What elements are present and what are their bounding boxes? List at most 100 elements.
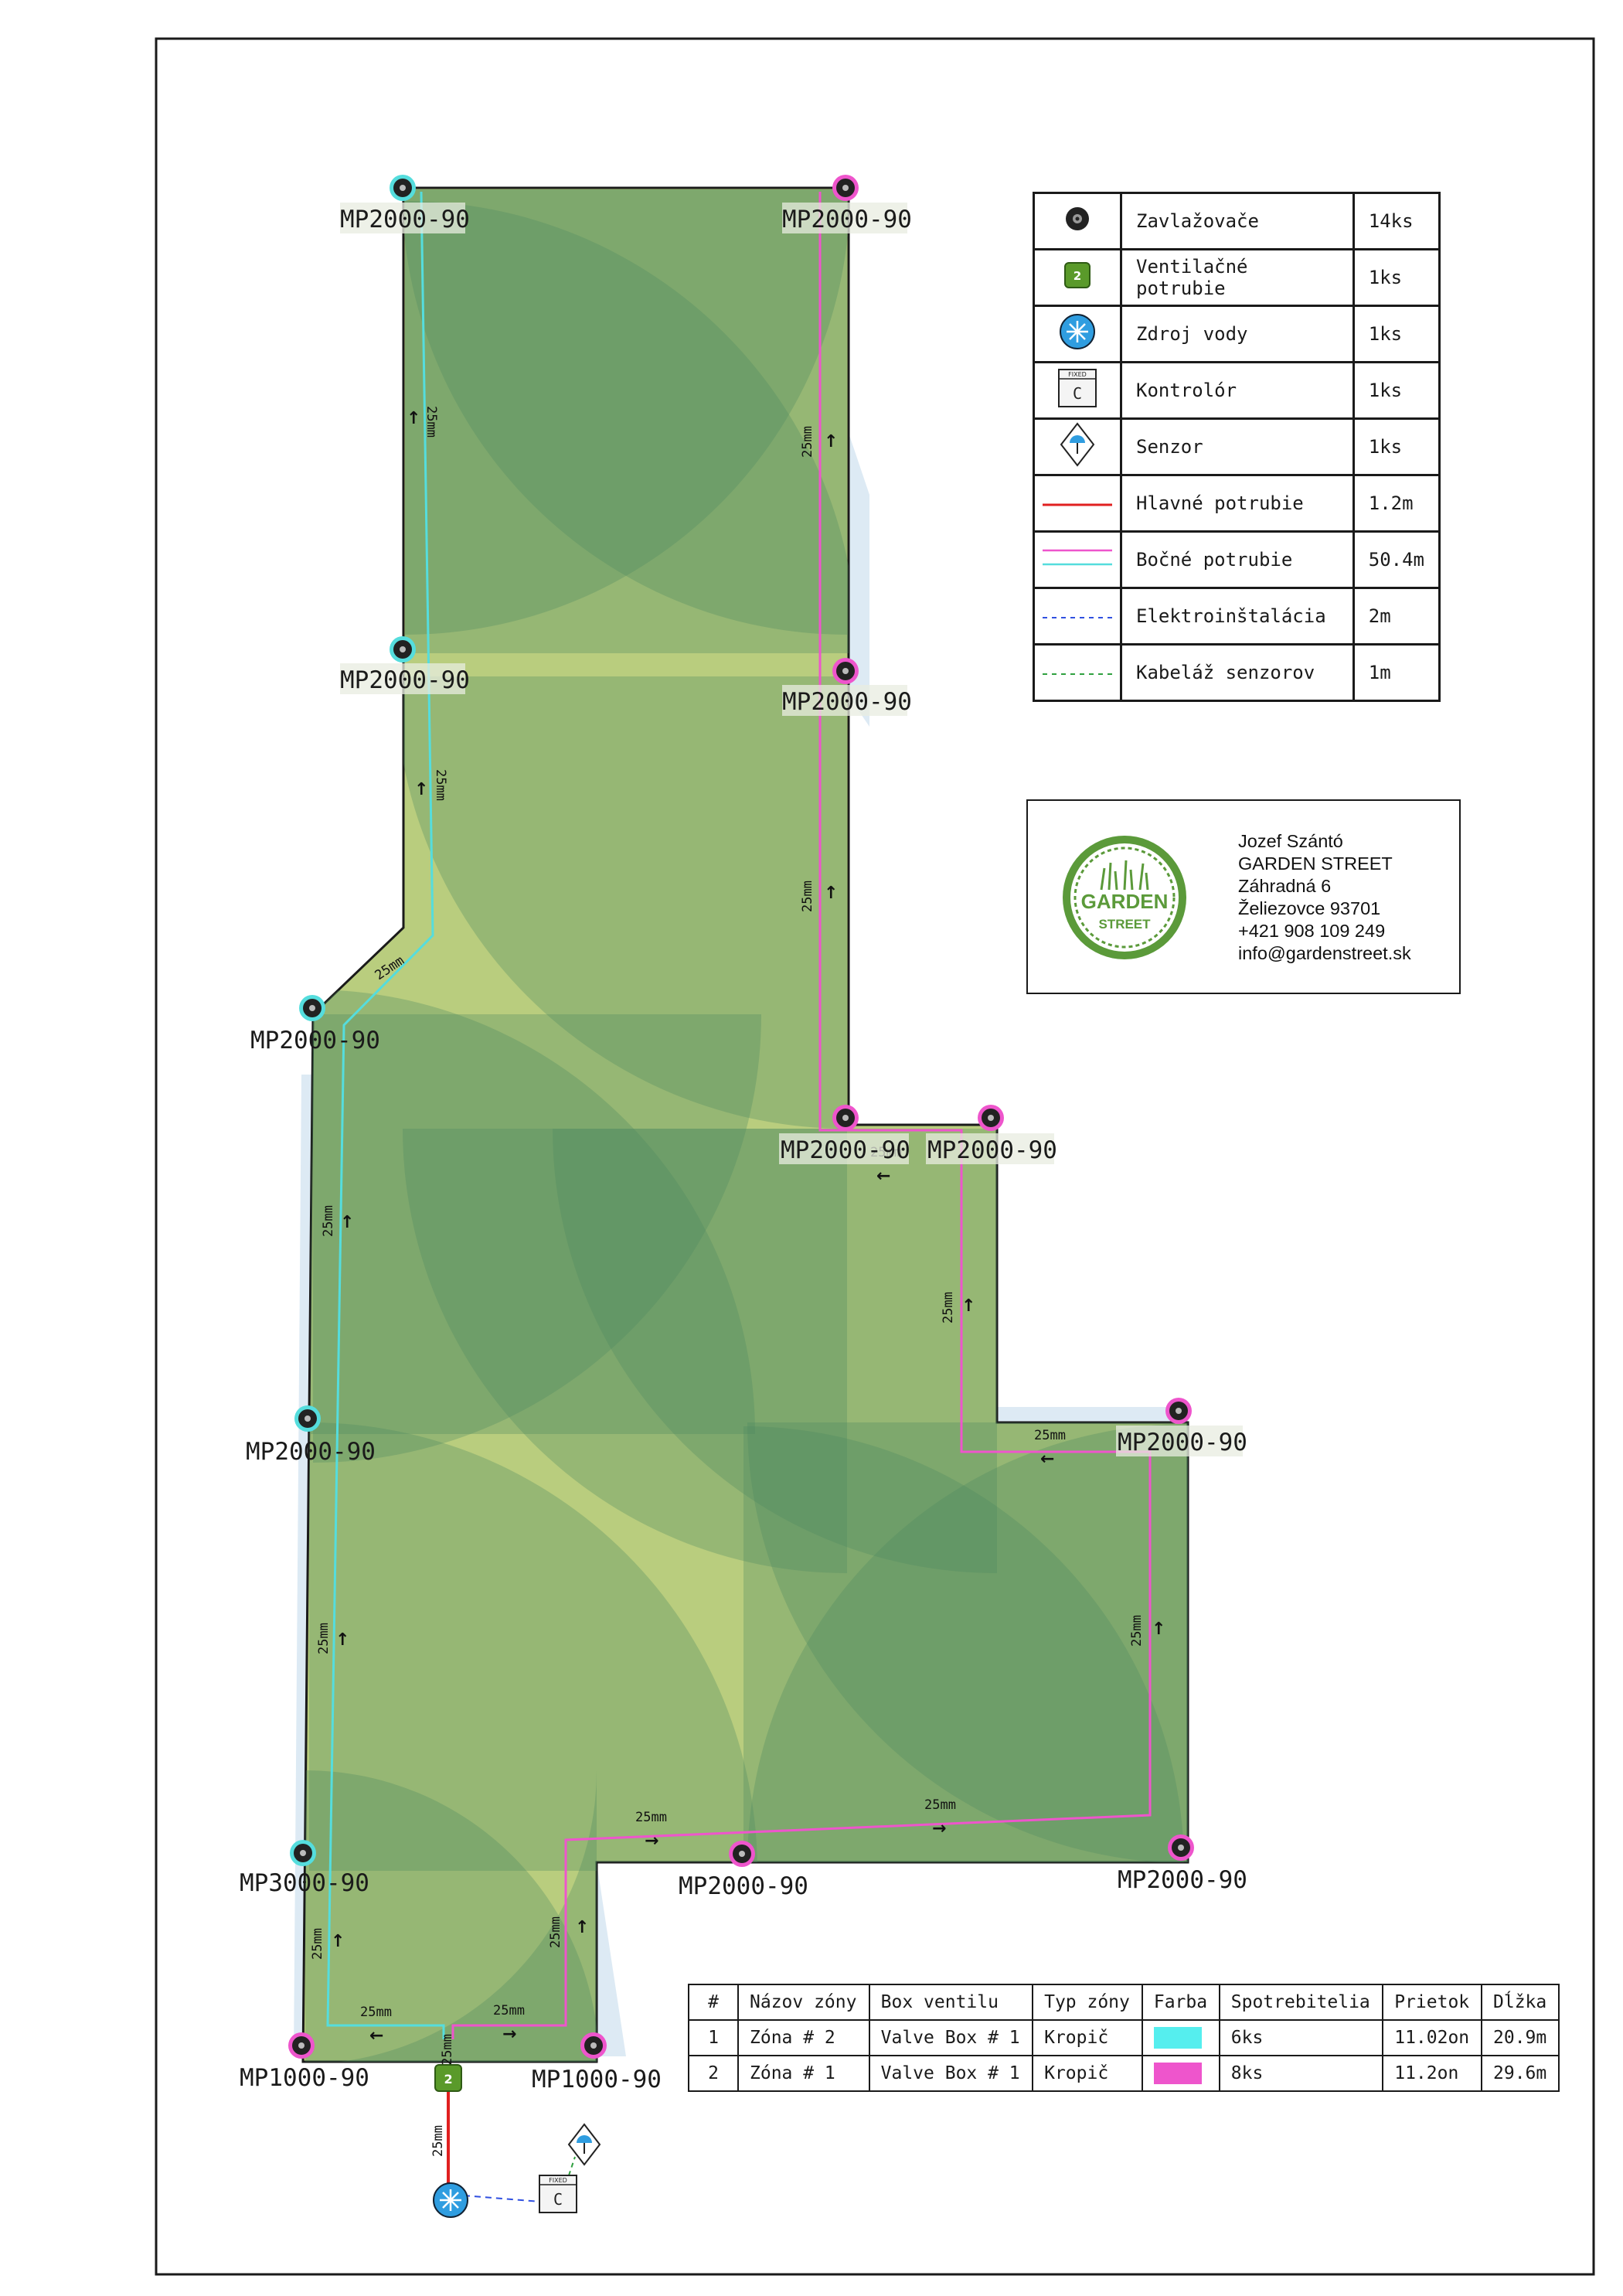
legend-table: Zavlažovače 14ks 2 Ventilačné potrubie 1… — [1033, 192, 1441, 702]
spray-coverage — [303, 189, 1188, 2062]
company-card: GARDEN STREET Jozef Szántó GARDEN STREET… — [1026, 799, 1461, 994]
flow-arrow-left: ← — [369, 2026, 383, 2046]
legend-label: Kabeláž senzorov — [1120, 643, 1355, 702]
phone-number[interactable]: +421 908 109 249 — [1238, 921, 1386, 941]
col-header: Typ zóny — [1032, 1984, 1143, 2021]
sprinkler-label: MP2000-90 — [340, 666, 470, 694]
sensor-cable-dashed-line-icon — [1043, 673, 1112, 675]
business-name: GARDEN STREET — [1238, 853, 1393, 874]
controller-icon[interactable]: FIXED C — [539, 2175, 577, 2213]
city-address: Želiezovce 93701 — [1238, 898, 1381, 918]
sprinkler-label: MP3000-90 — [240, 1869, 369, 1897]
valve-box-icon[interactable]: 2 — [434, 2064, 462, 2092]
legend-icon-cell — [1033, 643, 1122, 702]
legend-row: Elektroinštalácia 2m — [1033, 587, 1441, 646]
pipe-size-label: 25mm — [635, 1810, 667, 1825]
sprinkler-icon[interactable] — [978, 1105, 1004, 1131]
legend-row: Bočné potrubie 50.4m — [1033, 530, 1441, 589]
flow-arrow-up: ↑ — [575, 1918, 589, 1937]
zones-table: # Názov zóny Box ventilu Typ zóny Farba … — [688, 1984, 1560, 2092]
valve-box-number: 2 — [444, 2072, 452, 2086]
legend-label: Elektroinštalácia — [1120, 587, 1355, 646]
legend-qty: 1ks — [1352, 417, 1441, 476]
sprinkler-icon[interactable] — [299, 995, 325, 1021]
sensor-icon[interactable] — [567, 2123, 601, 2166]
sprinkler-icon[interactable] — [390, 175, 416, 201]
legend-icon-cell: 2 — [1033, 248, 1122, 307]
flow-arrow-up: ↑ — [1152, 1620, 1165, 1639]
zone-number: 1 — [688, 2019, 739, 2056]
flow-arrow-up: ↑ — [824, 884, 838, 903]
sprinkler-label: MP2000-90 — [340, 206, 470, 233]
flow-arrow-up: ↑ — [335, 1630, 349, 1650]
sprinkler-label: MP2000-90 — [782, 206, 912, 233]
flow-arrow-up: ↑ — [331, 1932, 345, 1951]
sprinkler-icon[interactable] — [290, 1840, 316, 1866]
sprinkler-icon[interactable] — [580, 2032, 607, 2059]
legend-icon-cell — [1033, 417, 1122, 476]
sprinkler-label: MP1000-90 — [532, 2066, 662, 2093]
zone-consumers: 6ks — [1218, 2019, 1384, 2056]
pipe-size-label: 25mm — [360, 2005, 392, 2020]
legend-qty: 1ks — [1352, 248, 1441, 307]
company-info: Jozef Szántó GARDEN STREET Záhradná 6 Že… — [1238, 830, 1411, 965]
legend-qty: 50.4m — [1352, 530, 1441, 589]
water-source-icon[interactable] — [433, 2182, 468, 2218]
controller-fixed-text: FIXED — [549, 2177, 567, 2184]
legend-icon-cell — [1033, 530, 1122, 589]
sprinkler-icon[interactable] — [294, 1405, 321, 1432]
zone-valve-box: Valve Box # 1 — [868, 2055, 1034, 2092]
controller-letter: C — [1073, 384, 1082, 403]
email-address[interactable]: info@gardenstreet.sk — [1238, 943, 1411, 963]
flow-arrow-up: ↑ — [407, 409, 420, 428]
electrical-dashed-line-icon — [1043, 617, 1112, 618]
sprinkler-icon[interactable] — [832, 658, 859, 684]
legend-row: 2 Ventilačné potrubie 1ks — [1033, 248, 1441, 307]
sprinkler-icon[interactable] — [832, 1105, 859, 1131]
valve-box-number: 2 — [1073, 269, 1081, 283]
sprinkler-label: MP2000-90 — [679, 1872, 808, 1900]
pipe-size-label: 25mm — [800, 881, 815, 912]
flow-arrow-right: → — [932, 1819, 946, 1838]
sprinkler-label: MP2000-90 — [246, 1438, 376, 1466]
sprinkler-icon — [1066, 207, 1089, 230]
sprinkler-icon[interactable] — [288, 2032, 315, 2059]
zone-color-cell — [1141, 2055, 1220, 2092]
pipe-size-label: 25mm — [1129, 1615, 1145, 1647]
legend-icon-cell — [1033, 474, 1122, 533]
legend-label: Senzor — [1120, 417, 1355, 476]
pipe-size-label: 25mm — [493, 2003, 525, 2018]
zones-header-row: # Názov zóny Box ventilu Typ zóny Farba … — [688, 1984, 1560, 2021]
legend-qty: 1.2m — [1352, 474, 1441, 533]
zone-type: Kropič — [1032, 2019, 1143, 2056]
flow-arrow-right: → — [645, 1831, 658, 1851]
pipe-size-label: 25mm — [924, 1797, 956, 1813]
col-header: Spotrebitelia — [1218, 1984, 1384, 2021]
sprinkler-icon[interactable] — [832, 175, 859, 201]
zone-color-cell — [1141, 2019, 1220, 2056]
flow-arrow-right: → — [502, 2025, 516, 2044]
sprinkler-icon[interactable] — [390, 636, 416, 663]
sprinkler-icon[interactable] — [1165, 1398, 1192, 1424]
legend-qty: 2m — [1352, 587, 1441, 646]
legend-row: Kabeláž senzorov 1m — [1033, 643, 1441, 702]
legend-label: Zdroj vody — [1120, 305, 1355, 363]
sprinkler-icon[interactable] — [729, 1841, 755, 1867]
sprinkler-icon[interactable] — [1168, 1834, 1194, 1861]
col-header: Názov zóny — [737, 1984, 870, 2021]
flow-arrows: ↑ ↑ ↑ ↑ ↑ ↑ ↑ ↑ ↑ ↑ ← ← ← → → → — [331, 409, 1165, 2046]
legend-row: Zdroj vody 1ks — [1033, 305, 1441, 363]
pipe-size-label: 25mm — [433, 769, 448, 801]
main-pipe-line-icon — [1043, 503, 1112, 506]
col-header: # — [688, 1984, 739, 2021]
sprinklers — [288, 175, 1194, 2059]
sprinkler-label: MP1000-90 — [240, 2064, 369, 2092]
col-header: Box ventilu — [868, 1984, 1034, 2021]
sensor-icon — [1060, 422, 1095, 467]
zone-consumers: 8ks — [1218, 2055, 1384, 2092]
pipe-size-label: 25mm — [800, 426, 815, 458]
zone-color-swatch — [1153, 2063, 1202, 2084]
table-row: 2 Zóna # 1 Valve Box # 1 Kropič 8ks 11.2… — [688, 2055, 1560, 2092]
col-header: Dĺžka — [1481, 1984, 1560, 2021]
